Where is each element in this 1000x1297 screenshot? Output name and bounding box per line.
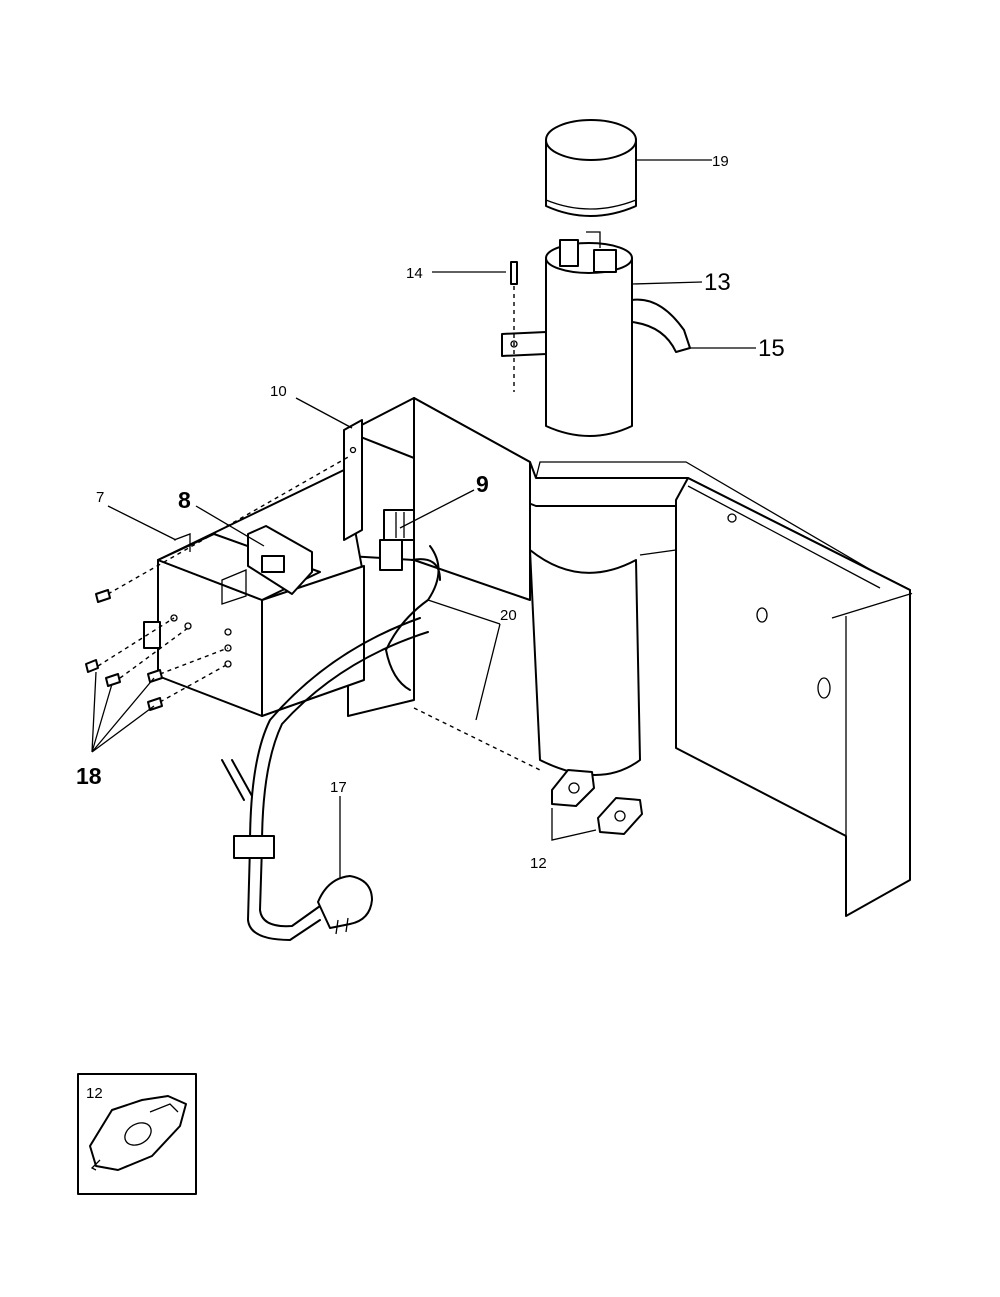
leader-lines xyxy=(91,159,756,878)
mounting-hole xyxy=(727,513,737,523)
callout-10: 10 xyxy=(270,383,287,400)
bracket-plate xyxy=(343,419,363,541)
grommets xyxy=(551,769,643,835)
housing-panel xyxy=(347,397,913,917)
callout-14: 14 xyxy=(406,265,423,282)
callout-17: 17 xyxy=(330,779,347,796)
callout-8: 8 xyxy=(178,487,191,513)
inset-callout-12: 12 xyxy=(86,1085,103,1102)
mounting-hole xyxy=(756,607,768,623)
power-cord xyxy=(221,617,429,941)
mounting-hole xyxy=(817,677,831,699)
callout-20: 20 xyxy=(500,607,517,624)
wire-harness xyxy=(385,545,441,691)
relay xyxy=(221,525,313,605)
capacitor-cover xyxy=(545,119,637,217)
inset-detail: 12 xyxy=(77,1073,197,1195)
strap-screw xyxy=(510,261,518,392)
callout-12: 12 xyxy=(530,855,547,872)
callout-15: 15 xyxy=(758,335,785,362)
terminal-block xyxy=(379,509,415,571)
callout-9: 9 xyxy=(476,471,489,497)
callout-19: 19 xyxy=(712,153,729,170)
callout-13: 13 xyxy=(704,269,731,296)
capacitor xyxy=(545,231,633,437)
callout-7: 7 xyxy=(96,489,104,506)
callout-18: 18 xyxy=(76,763,102,789)
